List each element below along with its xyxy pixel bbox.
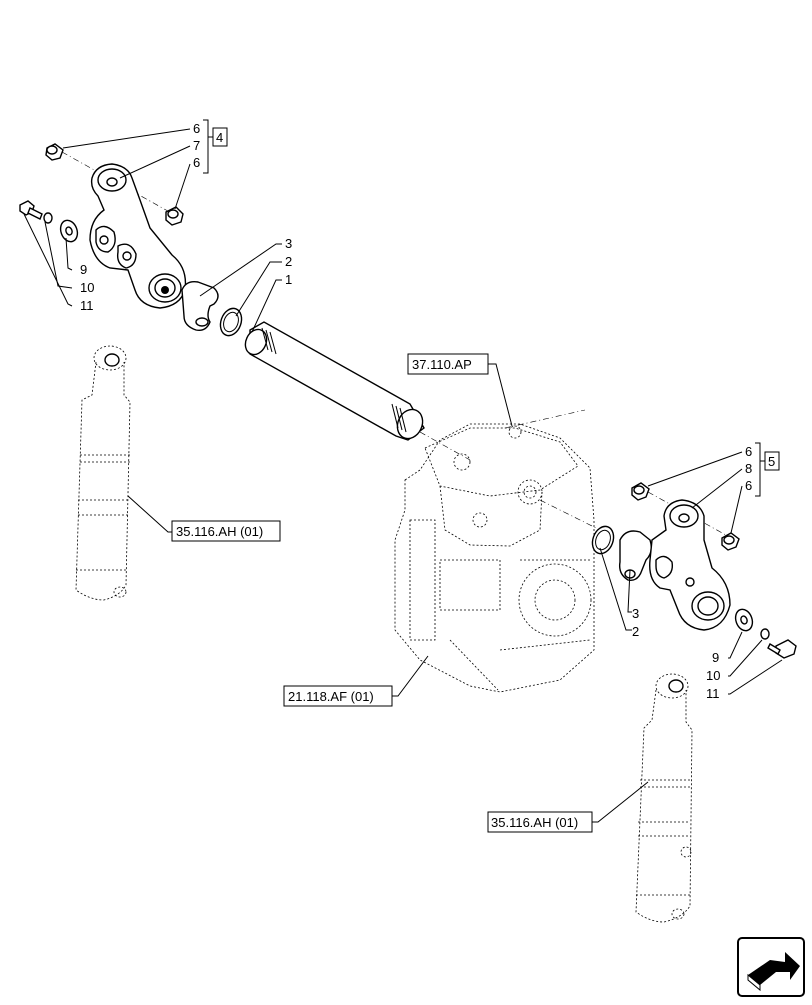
ref-label-cylinder-left: 35.116.AH (01) <box>176 524 263 539</box>
callout-right-top-pin: 6 <box>745 444 752 459</box>
right-top-pin <box>631 482 650 501</box>
right-ring <box>591 525 615 555</box>
callout-right-bolt: 11 <box>706 686 720 701</box>
ref-label-transmission-top: 37.110.AP <box>412 357 472 372</box>
ref-housing: 21.118.AF (01) <box>283 655 429 707</box>
ring-2 <box>219 307 243 337</box>
callout-left-arm: 7 <box>193 138 200 153</box>
callout-shaft: 1 <box>285 272 292 287</box>
callout-left-washer: 9 <box>80 262 87 277</box>
left-top-pin <box>45 143 64 161</box>
shaft-callouts: 3 2 1 <box>199 236 292 333</box>
right-washer <box>734 608 754 632</box>
callout-ring: 2 <box>285 254 292 269</box>
right-lift-cylinder <box>635 673 693 923</box>
callout-right-kit: 5 <box>768 454 775 469</box>
right-plate <box>618 530 653 581</box>
kit-box-left <box>212 127 228 147</box>
right-bottom-pin <box>721 532 740 551</box>
ref-label-cylinder-right: 35.116.AH (01) <box>491 815 578 830</box>
arrow-navigation-icon[interactable] <box>737 937 805 997</box>
left-callout-group: 6 7 6 4 <box>62 119 228 210</box>
ref-cylinder-left: 35.116.AH (01) <box>127 495 281 542</box>
plate-3 <box>181 280 219 332</box>
left-lift-arm <box>89 163 187 309</box>
right-callout-group: 6 8 6 5 <box>647 442 780 534</box>
ref-transmission-top: 37.110.AP <box>407 353 513 427</box>
right-shaft-callouts: 3 2 <box>599 547 639 639</box>
left-bottom-pin <box>165 206 184 226</box>
callout-right-bottom-pin: 6 <box>745 478 752 493</box>
left-washer <box>59 219 79 243</box>
left-lift-cylinder <box>75 345 131 601</box>
callout-right-washer: 9 <box>712 650 719 665</box>
right-lock-washer <box>760 628 770 640</box>
callout-right-plate: 3 <box>632 606 639 621</box>
transmission-housing <box>394 409 601 693</box>
ref-label-housing: 21.118.AF (01) <box>288 689 374 704</box>
callout-left-lock-washer: 10 <box>80 280 94 295</box>
kit-box-right <box>764 451 780 471</box>
callout-left-bottom-pin: 6 <box>193 155 200 170</box>
callout-right-arm: 8 <box>745 461 752 476</box>
callout-left-top-pin: 6 <box>193 121 200 136</box>
callout-left-bolt: 11 <box>80 298 94 313</box>
left-lift-arm-group <box>19 143 187 309</box>
right-lift-arm <box>649 499 731 631</box>
right-bolt <box>767 639 797 659</box>
main-shaft <box>244 321 471 461</box>
callout-plate: 3 <box>285 236 292 251</box>
callout-right-ring: 2 <box>632 624 639 639</box>
callout-right-lock-washer: 10 <box>706 668 720 683</box>
left-lock-washer <box>43 212 53 224</box>
left-bolt <box>19 200 43 220</box>
right-lift-arm-group <box>591 482 797 695</box>
callout-left-kit: 4 <box>216 130 223 145</box>
ref-cylinder-right: 35.116.AH (01) <box>487 781 649 833</box>
